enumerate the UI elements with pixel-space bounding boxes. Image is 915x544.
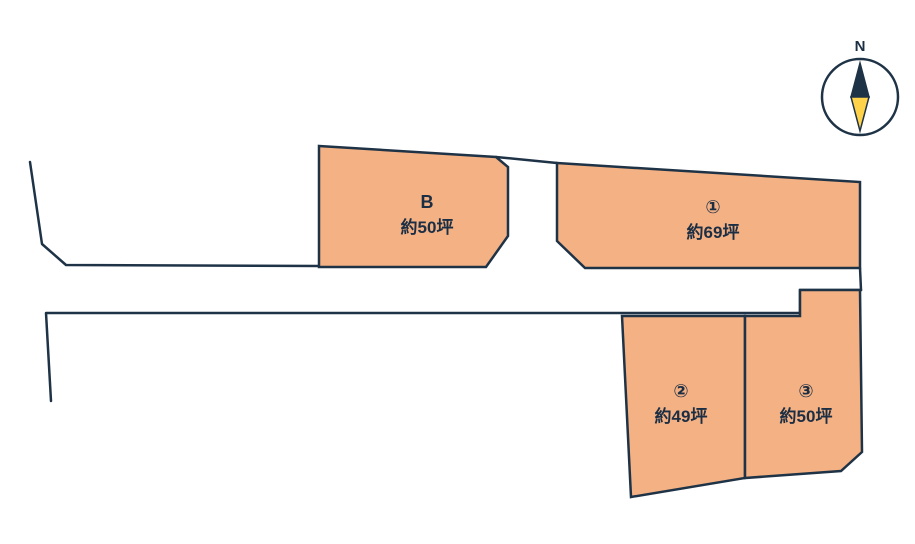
compass: N (820, 38, 900, 137)
plot-3-shape (743, 288, 864, 480)
plot-B-area-label: 約50坪 (401, 217, 454, 237)
plot-2-name-label: ② (673, 381, 688, 401)
plot-1-shape (555, 161, 862, 270)
plot-2-area-label: 約49坪 (655, 406, 708, 426)
boundary-west-road-upper-edge (28, 160, 321, 268)
plots-layer: B 約50坪 ① 約69坪 ② 約49坪 ③ 約50坪 (317, 144, 864, 499)
plot-3-area-label: 約50坪 (780, 406, 833, 426)
plot-1-name-label: ① (705, 197, 720, 217)
plot-3-name-label: ③ (798, 381, 813, 401)
boundary-north-connector-edge (494, 155, 559, 165)
boundary-east-gap-edge (858, 266, 863, 292)
plot-B-name-label: B (421, 192, 434, 212)
compass-needle-south-icon (850, 96, 870, 134)
compass-north-label: N (855, 38, 866, 55)
plot-B-shape (317, 144, 510, 269)
plot-1-area-label: 約69坪 (687, 222, 740, 242)
